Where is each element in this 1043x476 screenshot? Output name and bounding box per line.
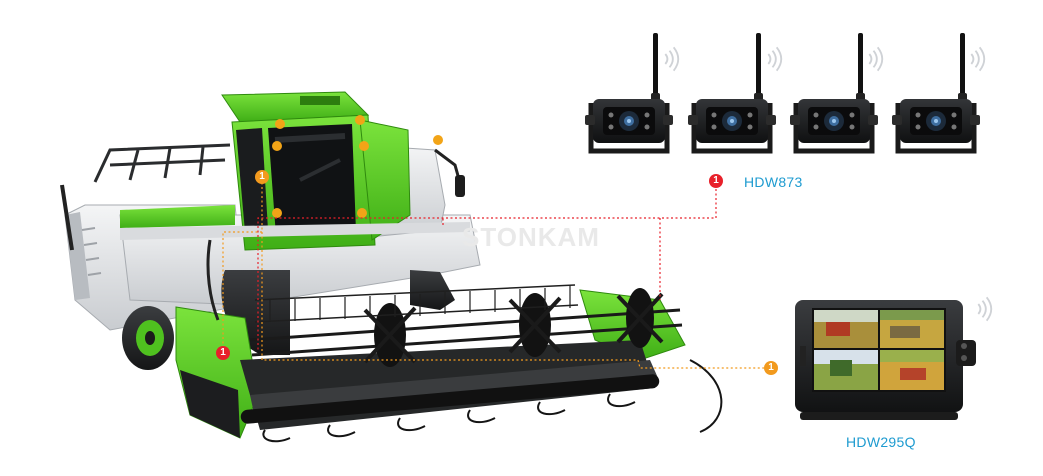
camera-link-badge: 1 (709, 174, 723, 188)
wireless-signal-icon (767, 46, 783, 72)
monitor-link-badge: 1 (764, 361, 778, 375)
camera-model-label: HDW873 (744, 174, 803, 190)
monitor-connection-lines (222, 178, 770, 369)
camera-4-icon (892, 33, 980, 151)
monitor-model-label: HDW295Q (846, 434, 916, 450)
camera-mount-badge: 1 (216, 346, 230, 360)
wireless-signal-icon (977, 296, 993, 322)
camera-3-icon (790, 33, 878, 151)
combine-harvester-illustration (60, 91, 723, 443)
quad-view-monitor (795, 296, 993, 420)
wireless-camera-row (585, 33, 986, 151)
camera-connection-lines (257, 180, 717, 352)
wireless-signal-icon (664, 46, 680, 72)
camera-2-icon (688, 33, 776, 151)
wireless-signal-icon (868, 46, 884, 72)
wireless-signal-icon (970, 46, 986, 72)
camera-1-icon (585, 33, 673, 151)
watermark-text: STONKAM (462, 222, 600, 252)
monitor-mount-badge: 1 (255, 170, 269, 184)
